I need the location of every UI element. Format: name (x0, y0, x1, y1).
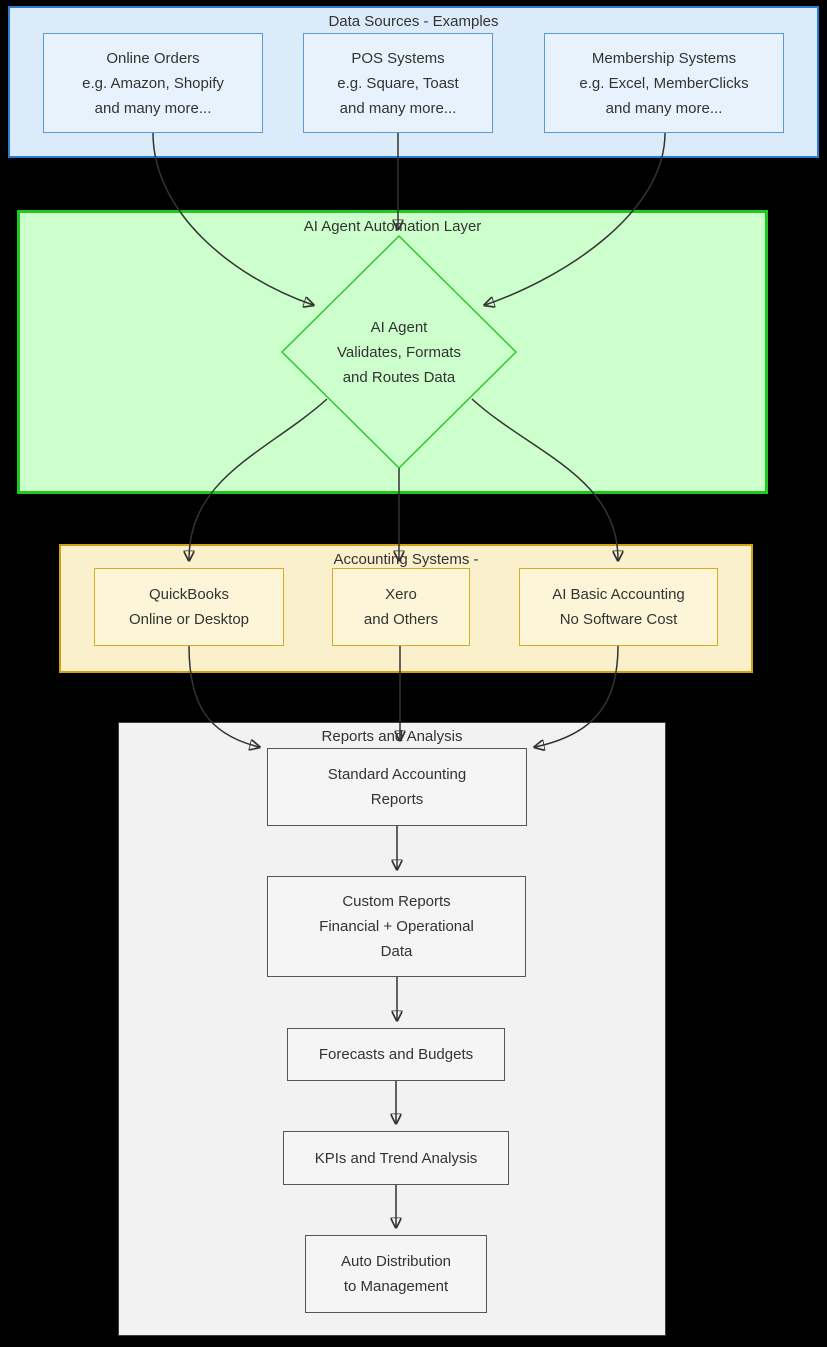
node-line: Reports (370, 791, 424, 808)
node-kpis-trend-analysis: KPIs and Trend Analysis (283, 1131, 509, 1185)
node-line: Financial + Operational (319, 918, 474, 935)
node-custom-reports: Custom Reports Financial + Operational D… (267, 876, 526, 977)
node-line: e.g. Excel, MemberClicks (579, 74, 749, 92)
node-xero: Xero and Others (332, 568, 470, 646)
node-standard-accounting-reports: Standard Accounting Reports (267, 748, 527, 826)
node-line: Forecasts and Budgets (318, 1046, 474, 1063)
group-data-sources-title: Data Sources - Examples (328, 13, 499, 30)
node-line: and many more... (94, 99, 212, 117)
node-line: AI Agent (370, 318, 428, 336)
node-line: KPIs and Trend Analysis (314, 1149, 478, 1167)
group-reports-analysis-title: Reports and Analysis (321, 728, 463, 745)
group-ai-automation-layer-title: AI Agent Automation Layer (303, 218, 482, 235)
node-line: Online or Desktop (128, 611, 250, 628)
node-line: Membership Systems (591, 49, 737, 67)
node-line: Custom Reports (342, 893, 451, 910)
node-line: QuickBooks (148, 586, 230, 603)
node-line: POS Systems (351, 49, 445, 67)
node-line: and many more... (339, 99, 457, 117)
node-quickbooks: QuickBooks Online or Desktop (94, 568, 284, 646)
node-line: Auto Distribution (340, 1253, 452, 1270)
node-line: and Others (363, 611, 439, 628)
node-line: Xero (385, 586, 417, 603)
node-ai-basic-accounting: AI Basic Accounting No Software Cost (519, 568, 718, 646)
node-line: No Software Cost (559, 611, 678, 628)
node-forecasts-budgets: Forecasts and Budgets (287, 1028, 505, 1081)
node-line: e.g. Square, Toast (337, 74, 459, 92)
node-line: Standard Accounting (327, 766, 467, 783)
node-online-orders: Online Orders e.g. Amazon, Shopify and m… (43, 33, 263, 133)
node-ai-agent-label: AI Agent Validates, Formats and Routes D… (282, 236, 516, 468)
node-line: Data (380, 943, 413, 960)
node-line: and Routes Data (342, 368, 456, 386)
node-line: and many more... (605, 99, 723, 117)
node-line: to Management (343, 1278, 449, 1295)
group-accounting-systems-title: Accounting Systems - (333, 551, 479, 568)
node-membership-systems: Membership Systems e.g. Excel, MemberCli… (544, 33, 784, 133)
node-line: e.g. Amazon, Shopify (82, 74, 224, 92)
node-line: AI Basic Accounting (552, 586, 685, 603)
node-auto-distribution: Auto Distribution to Management (305, 1235, 487, 1313)
node-line: Online Orders (106, 49, 200, 67)
node-pos-systems: POS Systems e.g. Square, Toast and many … (303, 33, 493, 133)
node-line: Validates, Formats (337, 343, 461, 361)
